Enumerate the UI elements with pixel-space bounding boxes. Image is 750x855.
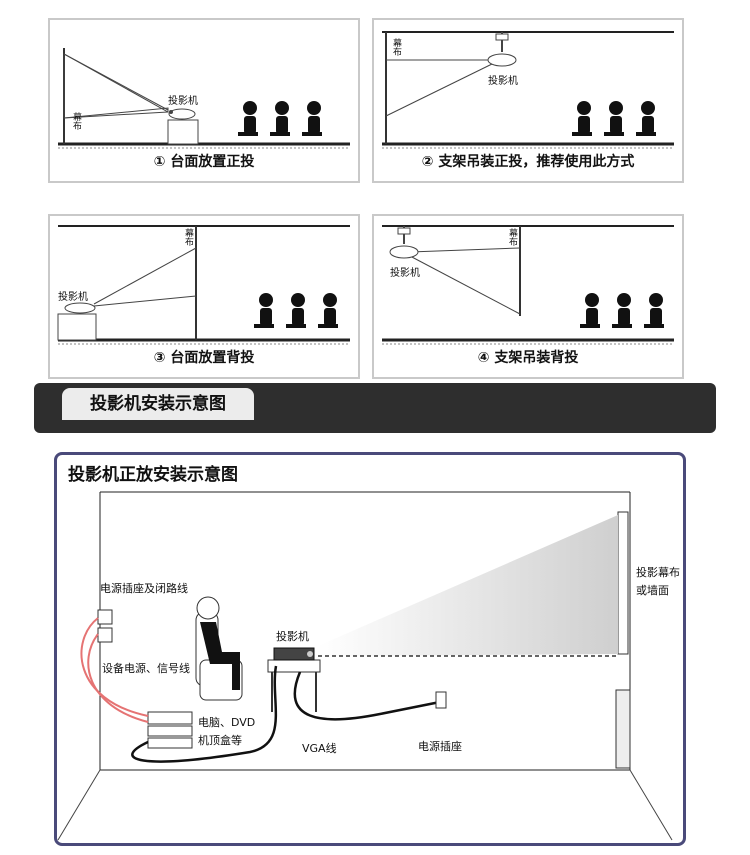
tabletop-front-scene xyxy=(58,48,350,149)
screen-label: 幕布 xyxy=(71,112,81,130)
projector-body xyxy=(64,302,96,314)
projector-label: 投影机 xyxy=(168,96,198,107)
panel-tabletop-front: 幕布 投影机 ① 台面放置正投 xyxy=(48,18,360,183)
label-screen-1: 投影幕布 xyxy=(636,566,680,579)
screen-label: 幕布 xyxy=(391,38,401,56)
projector-label: 投影机 xyxy=(488,76,518,87)
projection-beam xyxy=(63,53,169,119)
vga-cable xyxy=(131,665,278,763)
projection-beam xyxy=(318,515,618,656)
screen-label: 幕布 xyxy=(183,228,193,246)
projector-label: 投影机 xyxy=(390,268,420,279)
beam-bottom xyxy=(385,63,493,117)
panel-caption: ① 台面放置正投 xyxy=(153,154,255,170)
section-header-tab xyxy=(62,388,254,420)
device-lower xyxy=(147,737,193,749)
label-device-power: 设备电源、信号线 xyxy=(102,662,190,675)
power-cable xyxy=(293,671,441,721)
beam-top xyxy=(93,247,197,305)
projector-body xyxy=(487,53,517,67)
viewer-body xyxy=(200,622,240,690)
tabletop-rear-scene xyxy=(57,225,350,345)
beam-top xyxy=(409,247,521,253)
viewer-head xyxy=(196,596,220,620)
panel-caption: ④ 支架吊装背投 xyxy=(477,350,579,366)
power-outlet xyxy=(435,691,447,709)
label-vga: VGA线 xyxy=(302,742,337,755)
ceiling-rear-scene xyxy=(382,225,674,345)
screen-label: 幕布 xyxy=(507,228,517,246)
main-diagram-title: 投影机正放安装示意图 xyxy=(68,465,238,485)
label-projector: 投影机 xyxy=(276,630,309,643)
label-socket: 电源插座 xyxy=(418,740,462,753)
panel-ceiling-front: 幕布 投影机 ② 支架吊装正投，推荐使用此方式 xyxy=(372,18,684,183)
red-cable-2 xyxy=(87,633,149,723)
label-devices-2: 机顶盒等 xyxy=(198,734,242,747)
label-devices-1: 电脑、DVD xyxy=(198,716,256,729)
panel-caption: ② 支架吊装正投，推荐使用此方式 xyxy=(421,154,635,170)
panel-tabletop-rear: 幕布 投影机 ③ 台面放置背投 xyxy=(48,214,360,379)
panel-ceiling-rear: 幕布 投影机 ④ 支架吊装背投 xyxy=(372,214,684,379)
projector-body xyxy=(389,245,419,259)
projector-label: 投影机 xyxy=(58,292,88,303)
projector-unit xyxy=(273,647,315,661)
device-upper xyxy=(147,711,193,725)
device-middle xyxy=(147,725,193,737)
table xyxy=(57,313,97,341)
wall-socket-upper xyxy=(97,609,113,625)
panel-caption: ③ 台面放置背投 xyxy=(153,350,255,366)
wall-socket-lower xyxy=(97,627,113,643)
label-screen-2: 或墙面 xyxy=(636,584,669,597)
projector-body xyxy=(168,108,196,120)
table xyxy=(167,119,199,145)
section-title: 投影机安装示意图 xyxy=(90,394,226,414)
projection-screen xyxy=(617,511,629,655)
red-cable-1 xyxy=(80,617,149,717)
label-power-socket-loop: 电源插座及闭路线 xyxy=(100,582,188,595)
beam-bottom xyxy=(409,255,521,315)
ceiling-front-scene xyxy=(382,31,674,149)
side-cabinet xyxy=(615,689,631,769)
beam-bottom xyxy=(93,295,197,307)
